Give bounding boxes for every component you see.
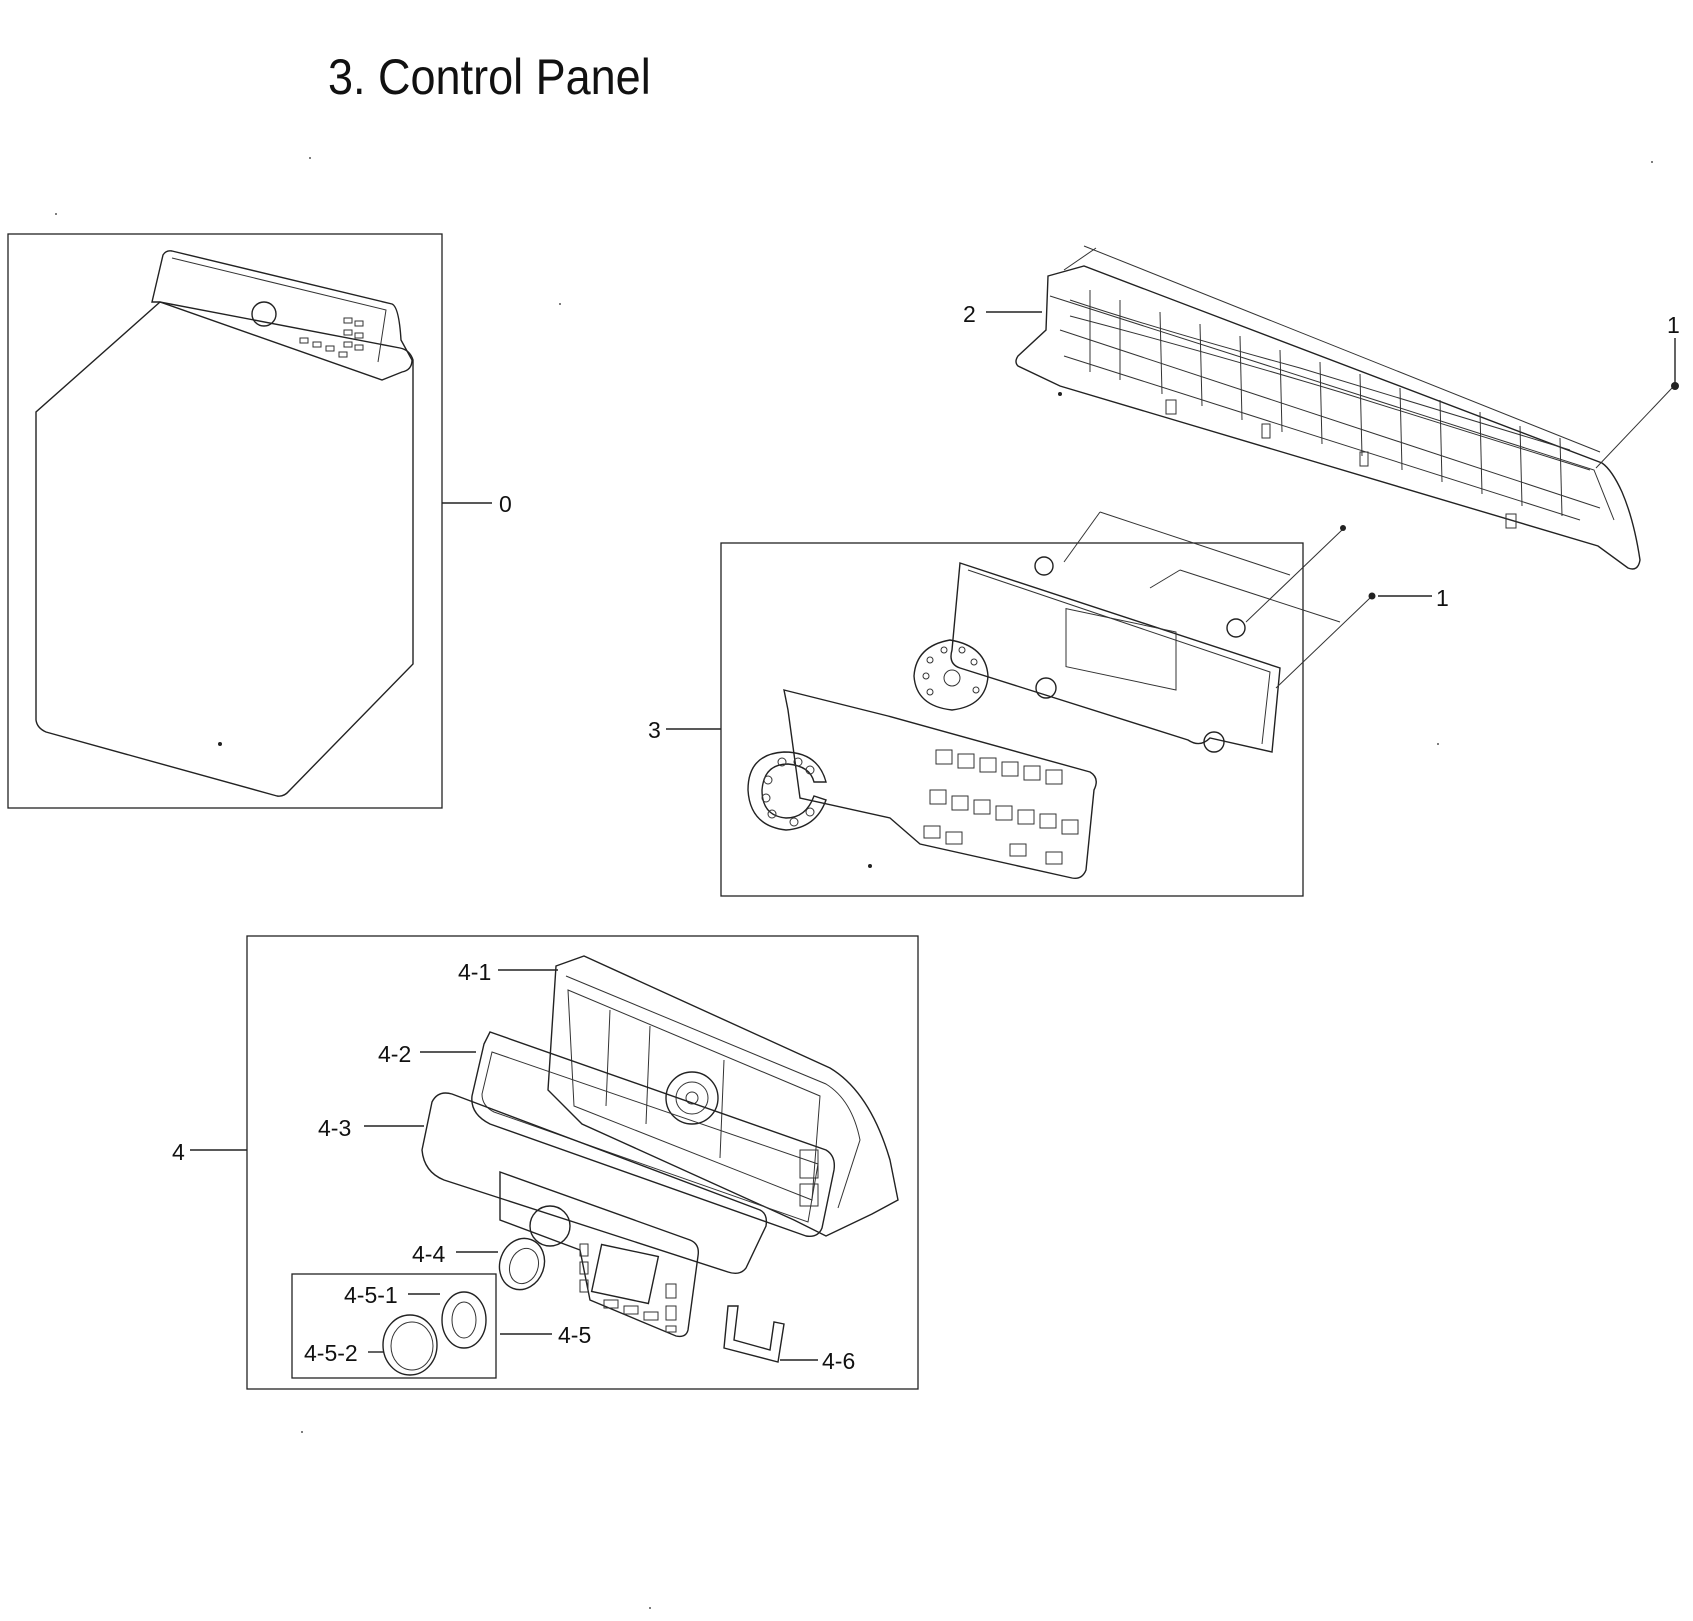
decor-dial-hole — [529, 1205, 571, 1247]
part-4-5-1-ring — [441, 1291, 487, 1349]
screw-icon — [1671, 382, 1679, 390]
label-2: 2 — [963, 301, 976, 327]
washer-control-panel — [151, 250, 413, 381]
page-title: 3. Control Panel — [328, 49, 651, 105]
label-3: 3 — [648, 717, 661, 743]
label-4-3: 4-3 — [318, 1115, 351, 1141]
label-4-4: 4-4 — [412, 1241, 445, 1267]
group-4-panel-assembly: 4 4-1 4-2 4-3 4-4 4-5 4-5-1 4-5-2 4-6 — [172, 935, 919, 1390]
part-1-screw-top: 1 — [1595, 312, 1680, 469]
part-4-6-clip — [723, 1305, 785, 1363]
label-4-1: 4-1 — [458, 959, 491, 985]
part-4-2-frame — [471, 1031, 836, 1238]
group-4-box — [246, 935, 919, 1390]
decor-panel — [499, 1171, 700, 1338]
washer-cabinet — [35, 301, 414, 797]
display-window — [590, 1243, 660, 1305]
pcb-board — [950, 562, 1281, 753]
label-1-top: 1 — [1667, 312, 1680, 338]
label-1-mid: 1 — [1436, 585, 1449, 611]
screw-icon — [1368, 592, 1376, 600]
group-0-box — [7, 233, 443, 809]
part-4-5-2-knob — [382, 1314, 438, 1376]
housing-dial-mount — [665, 1071, 719, 1125]
washer-buttons — [299, 317, 364, 358]
washer-dial — [251, 301, 277, 327]
label-4-2: 4-2 — [378, 1041, 411, 1067]
frame-clips — [1165, 399, 1517, 529]
group-4-5-box — [291, 1273, 497, 1379]
label-4-6: 4-6 — [822, 1348, 855, 1374]
label-0: 0 — [499, 491, 512, 517]
label-4-5-1: 4-5-1 — [344, 1282, 398, 1308]
scan-specks — [55, 157, 1653, 1609]
label-4: 4 — [172, 1139, 185, 1165]
dial-ring — [747, 751, 827, 831]
label-4-5-2: 4-5-2 — [304, 1340, 358, 1366]
part-4-3-front-panel — [421, 1092, 768, 1275]
group-3-box — [720, 542, 1304, 897]
part-1-screw-mid: 1 — [1368, 585, 1449, 611]
part-2-panel-frame: 2 — [963, 245, 1641, 570]
pcb-housing — [783, 689, 1097, 880]
part-4-1-housing — [547, 955, 899, 1237]
group-0-washer-assembly: 0 — [7, 233, 512, 809]
group-3-pcb-assembly: 3 — [648, 511, 1371, 897]
frame-grid-lines — [1069, 290, 1591, 517]
label-4-5: 4-5 — [558, 1322, 591, 1348]
part-4-4-knob-ring — [498, 1237, 546, 1291]
housing-buttons — [923, 749, 1079, 865]
